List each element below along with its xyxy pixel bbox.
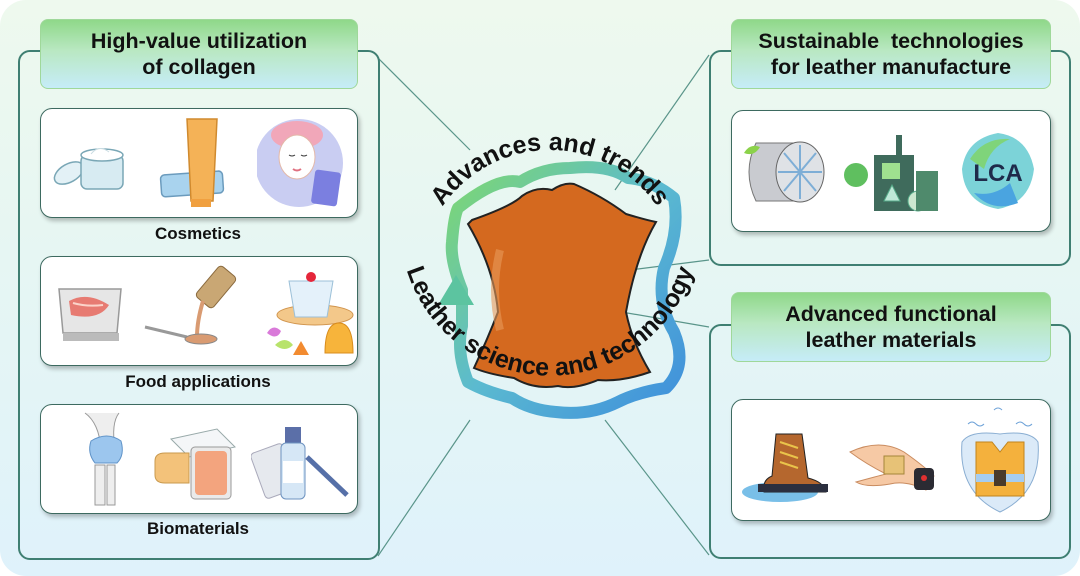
connector-line — [377, 57, 471, 151]
knee-joint-icon — [84, 412, 123, 506]
medicine-vial-icon — [251, 427, 349, 500]
sustainable-title: Sustainable technologies for leather man… — [731, 19, 1051, 89]
waterproof-boot-icon — [742, 433, 828, 502]
lca-logo-icon: LCA — [962, 133, 1034, 209]
cosmetics-card — [40, 108, 358, 218]
thermal-vest-icon — [961, 407, 1039, 513]
connector-line — [377, 419, 471, 557]
tanning-drum-icon — [744, 141, 825, 203]
center-emblem: Advances and trends Leather science and … — [401, 128, 699, 419]
collagen-title-line2: of collagen — [142, 55, 256, 79]
green-factory-icon — [844, 135, 938, 212]
functional-title-line2: leather materials — [805, 328, 977, 352]
functional-title-line1: Advanced functional — [785, 302, 997, 326]
jelly-dessert-icon — [267, 272, 354, 355]
meat-tray-icon — [58, 288, 122, 341]
food-caption: Food applications — [125, 372, 271, 391]
biomaterials-caption: Biomaterials — [146, 519, 250, 538]
ring-outline — [445, 161, 686, 419]
sustainable-title-line1: Sustainable technologies — [758, 29, 1024, 53]
ring-arrow — [438, 275, 474, 305]
cream-tube-icon — [159, 118, 225, 207]
cream-jar-icon — [53, 148, 124, 190]
functional-title: Advanced functional leather materials — [731, 292, 1051, 362]
collagen-title-line1: High-value utilization — [90, 29, 308, 53]
food-card — [40, 256, 358, 366]
wound-dressing-icon — [154, 428, 237, 500]
face-mask-icon — [257, 119, 343, 207]
sustainable-title-line2: for leather manufacture — [770, 55, 1012, 79]
wearable-sensor-icon — [849, 444, 935, 491]
collagen-title: High-value utilization of collagen — [40, 19, 358, 89]
sustainable-card: LCA — [731, 110, 1051, 232]
syrup-spoon-icon — [144, 265, 237, 345]
cosmetics-caption: Cosmetics — [155, 224, 241, 243]
lca-label: LCA — [973, 160, 1022, 187]
connector-line — [614, 54, 710, 191]
leather-hide — [466, 182, 658, 389]
connector-line — [604, 419, 710, 556]
functional-card — [731, 399, 1051, 521]
biomaterials-card — [40, 404, 358, 514]
